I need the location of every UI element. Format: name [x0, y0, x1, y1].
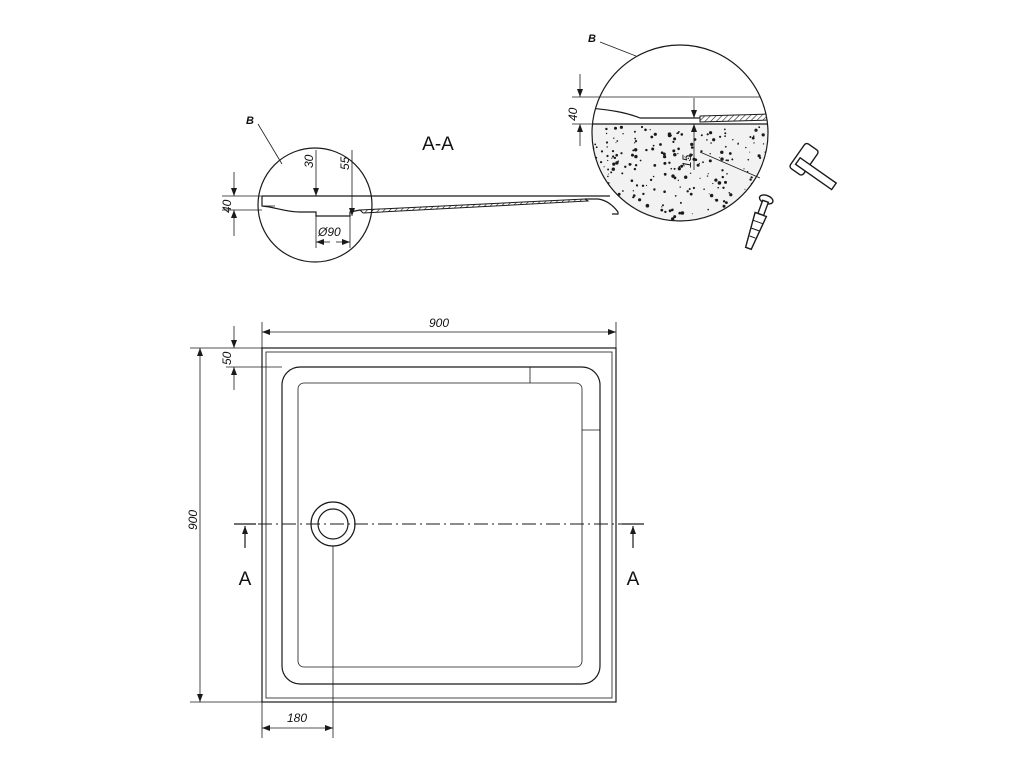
svg-text:180: 180: [287, 711, 307, 725]
detail-circle: [591, 44, 769, 222]
detail-circle-b: [257, 147, 373, 263]
dim-outlet-30: 30: [302, 150, 319, 196]
hammer-icon: [789, 142, 838, 191]
dim-height-900: 900: [186, 347, 262, 703]
detail-b-label: B: [588, 33, 596, 45]
tray-inner-rim: [281, 366, 601, 685]
section-mark-right: A: [627, 569, 640, 590]
dim-outlet-55: 55: [338, 150, 355, 216]
tray-basin: [297, 382, 583, 668]
svg-text:15: 15: [680, 154, 694, 168]
svg-text:Ø90: Ø90: [317, 225, 341, 239]
svg-text:30: 30: [302, 154, 316, 168]
dim-depth-40: 40: [220, 172, 262, 236]
section-profile: [261, 195, 619, 217]
svg-text:900: 900: [429, 316, 449, 330]
svg-text:900: 900: [186, 510, 200, 530]
dim-width-900: 900: [261, 316, 617, 348]
svg-text:40: 40: [566, 107, 580, 121]
plan-view: A A 900 900 50: [186, 316, 644, 738]
svg-text:50: 50: [220, 351, 234, 365]
section-title: A-A: [422, 134, 454, 155]
anchor-bolt-icon: [744, 194, 774, 251]
detail-label: B: [246, 115, 254, 127]
detail-leader: [257, 123, 283, 165]
svg-text:55: 55: [338, 156, 352, 170]
section-view: A-A B 40 30 55: [220, 115, 619, 263]
dim-detail-depth-40: 40: [566, 74, 600, 146]
detail-view-b: B 40 15: [566, 33, 838, 251]
dim-rim-50: 50: [220, 326, 282, 390]
svg-text:40: 40: [220, 199, 234, 213]
dim-drain-180: 180: [261, 546, 334, 738]
section-mark-left: A: [239, 569, 252, 590]
dim-detail-recess-15: 15: [680, 98, 761, 179]
dim-outlet-diameter: Ø90: [315, 216, 351, 248]
tray-outline: [261, 347, 617, 703]
